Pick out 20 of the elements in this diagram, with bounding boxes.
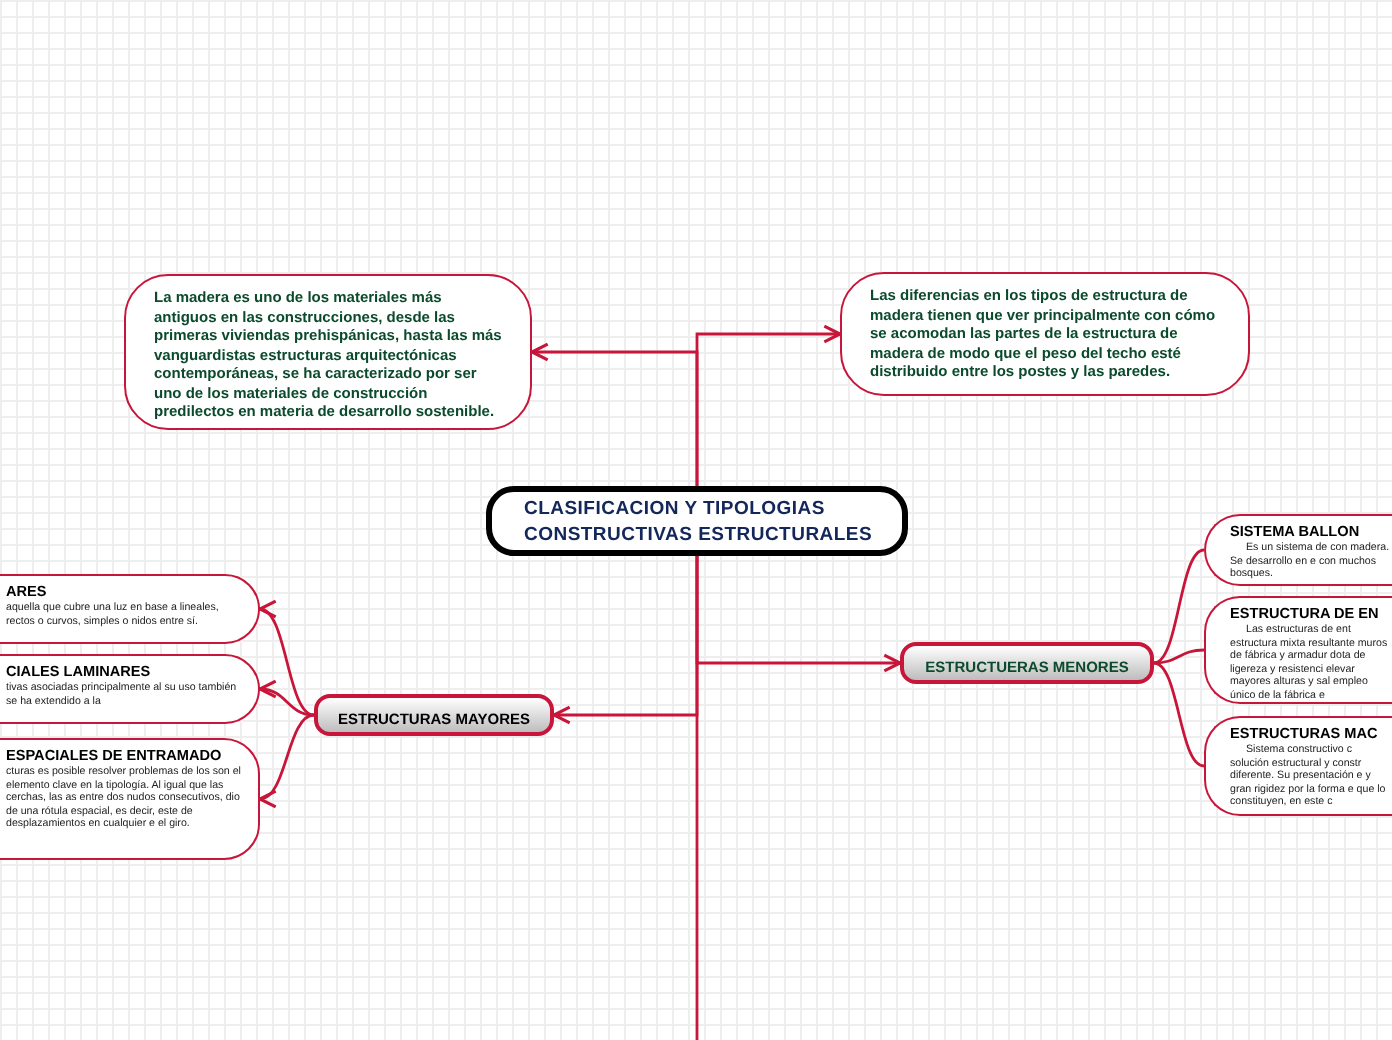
subtopic-box xyxy=(1204,596,1392,704)
connector-line xyxy=(1153,661,1205,768)
arrow xyxy=(258,605,315,717)
subtopic-box xyxy=(0,738,260,860)
subtopic-box xyxy=(1204,514,1392,586)
subtopic-box xyxy=(0,574,260,644)
connector-line xyxy=(1153,548,1205,665)
note-box xyxy=(840,272,1250,396)
connector-line xyxy=(1153,648,1205,665)
arrow xyxy=(258,713,315,805)
connector-line xyxy=(695,556,699,1040)
subtopic-box xyxy=(0,654,260,724)
central-topic-box xyxy=(486,486,908,556)
arrow xyxy=(695,324,842,486)
branch-pill xyxy=(314,694,554,736)
branch-pill xyxy=(900,642,1154,684)
arrow xyxy=(258,680,315,717)
note-box xyxy=(124,274,532,430)
subtopic-box xyxy=(1204,716,1392,816)
central-topic-title: CLASIFICACION Y TIPOLOGIAS CONSTRUCTIVAS ESTRUCTURALES xyxy=(524,495,875,547)
